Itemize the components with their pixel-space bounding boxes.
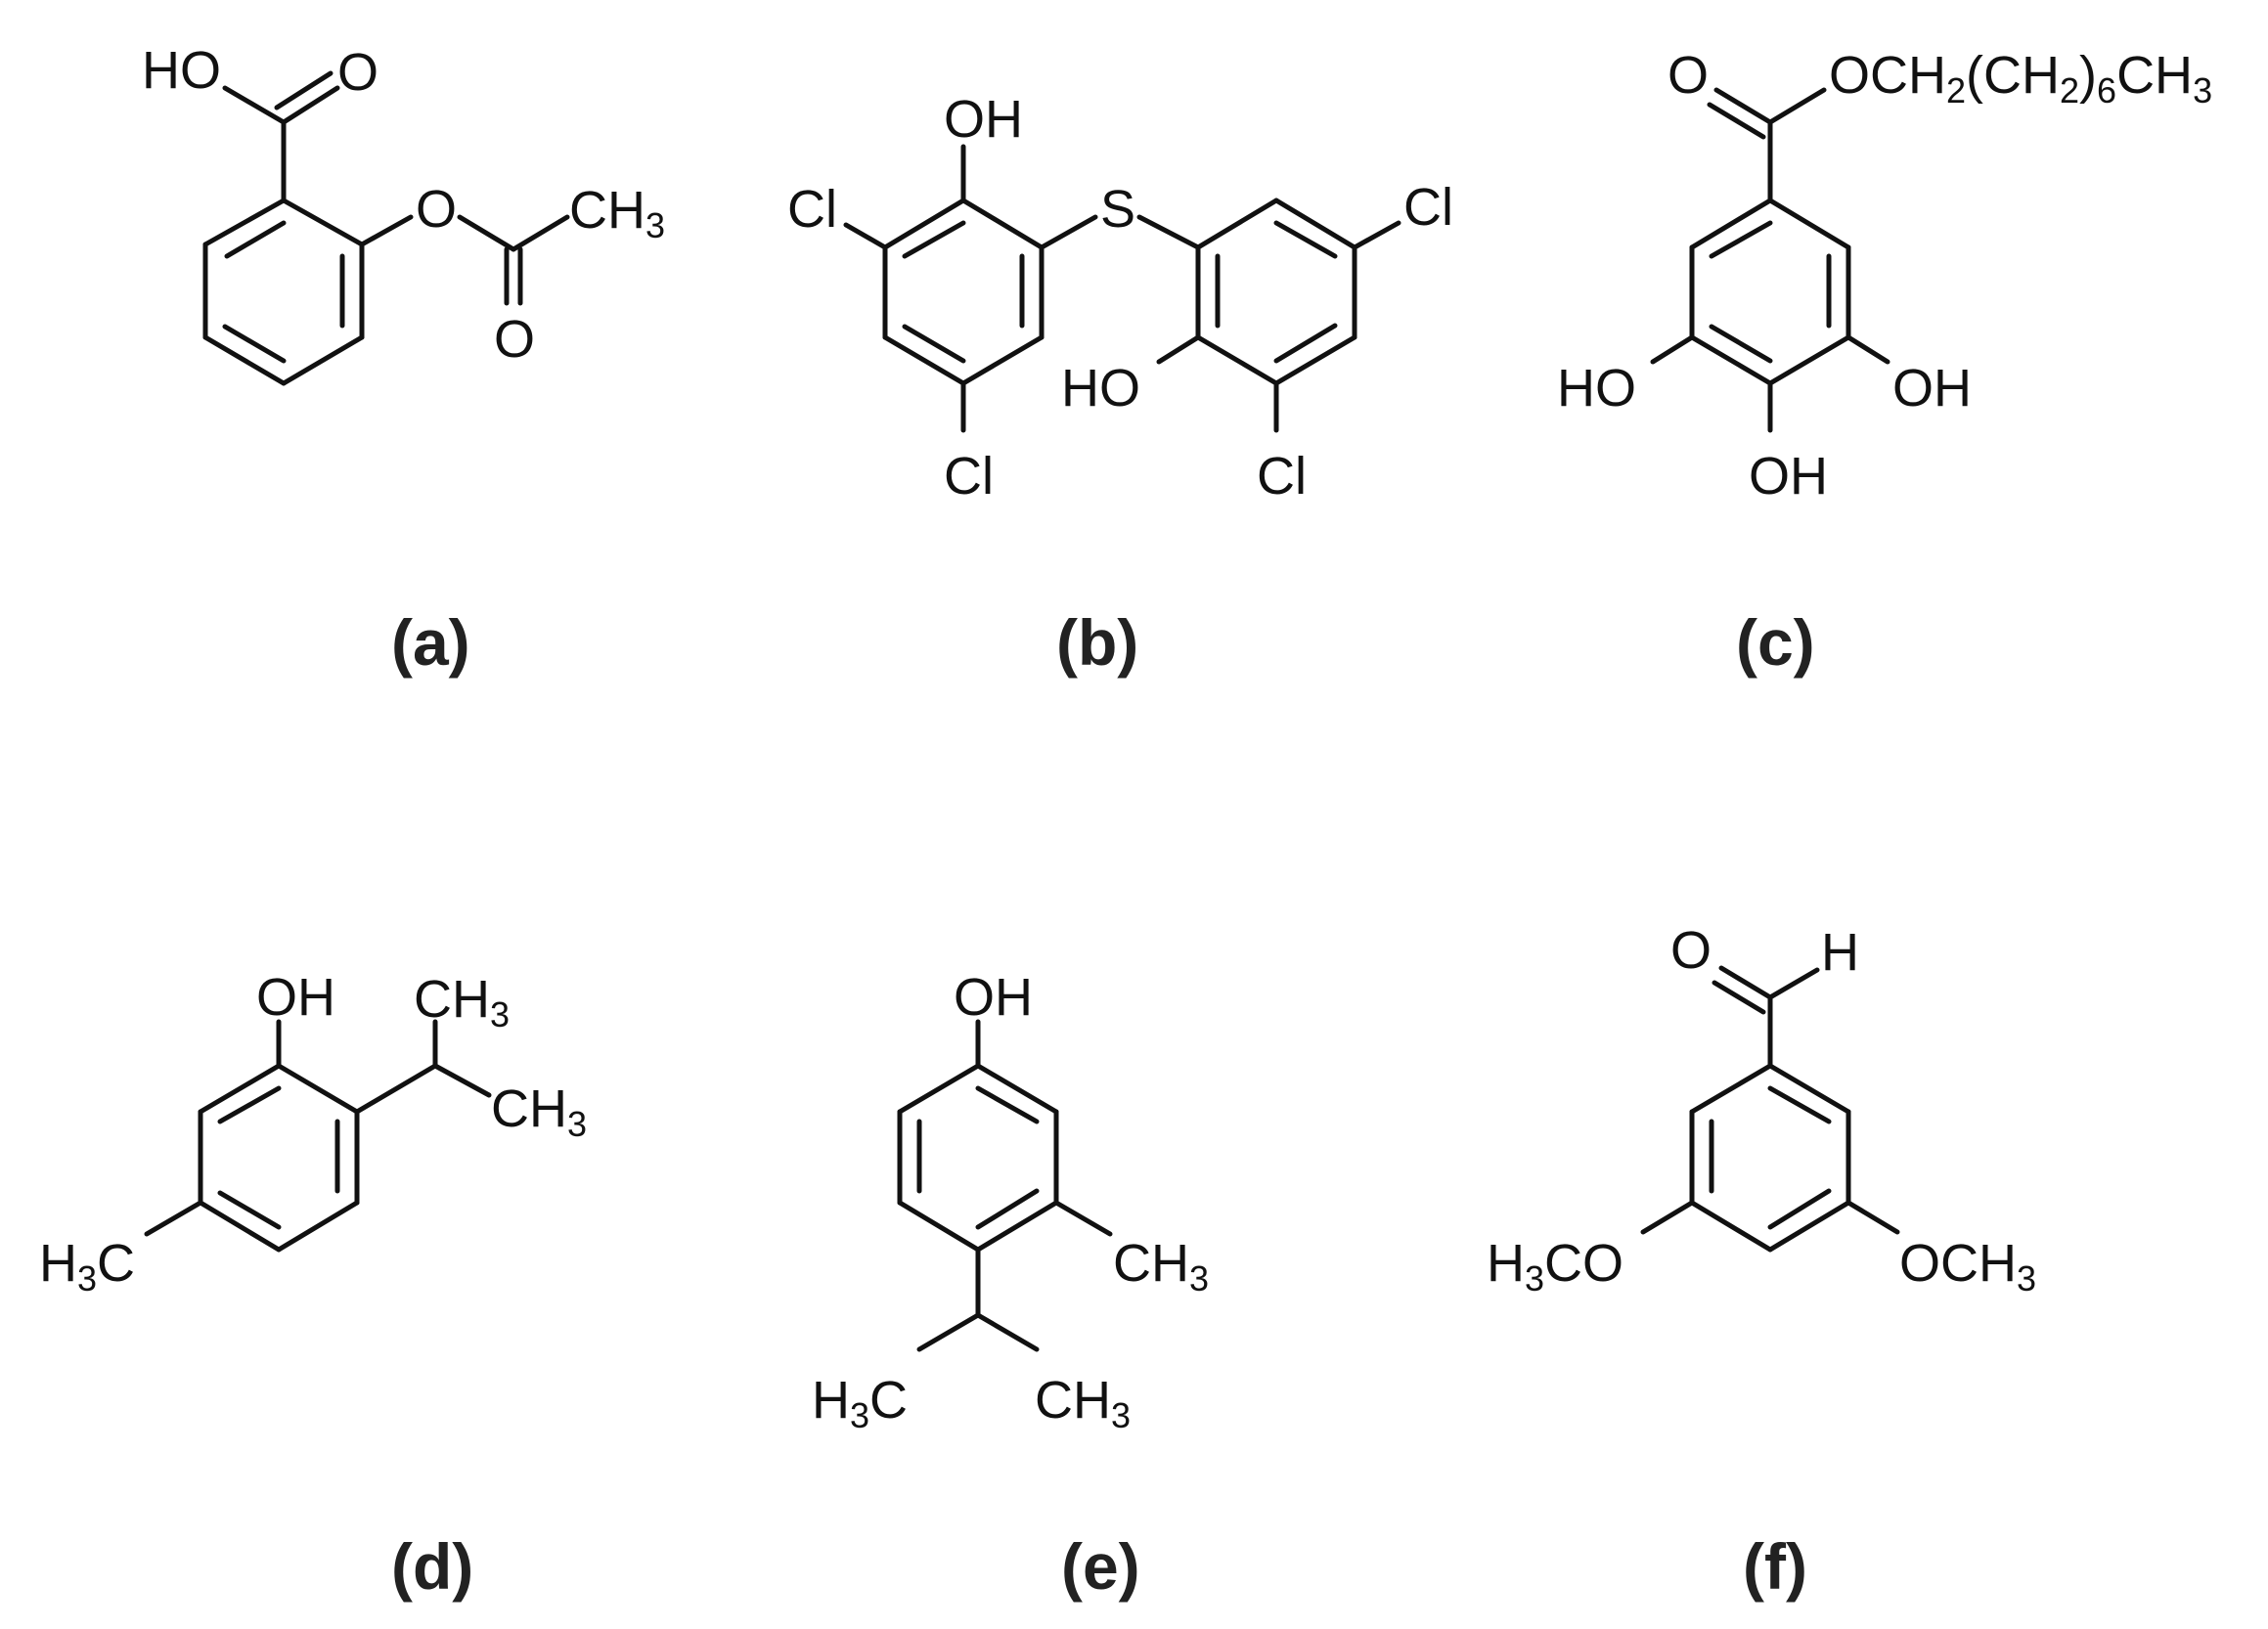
structure-c-label-carbonyl-oxygen: O — [1668, 46, 1709, 105]
structure-e-label-hydroxyl: OH — [954, 968, 1033, 1027]
structure-b-label-oh-right: HO — [1061, 359, 1140, 418]
structure-d-label-methyl-ring: H3C — [39, 1234, 135, 1299]
structure-c-label-oh-right: OH — [1892, 359, 1972, 418]
structure-b-label-cl-right-bottom: Cl — [1257, 447, 1307, 506]
structure-a-bonds — [202, 70, 570, 386]
structure-e: OH CH3 H3C CH3 — [812, 968, 1209, 1435]
structure-f-bonds — [1640, 965, 1900, 1253]
structure-e-label-methyl-left: H3C — [812, 1371, 908, 1435]
structure-a-label-acetyl-oxygen: O — [494, 310, 535, 369]
structure-b-label-oh-left: OH — [944, 90, 1023, 149]
structure-b-label-sulfur: S — [1100, 180, 1135, 239]
caption-e: (e) — [1061, 1530, 1140, 1603]
structure-a-label-ester-oxygen: O — [416, 180, 457, 239]
structure-c-label-oh-left: HO — [1557, 359, 1636, 418]
structure-b: OH Cl Cl S Cl HO Cl — [787, 90, 1453, 506]
structure-d-label-hydroxyl: OH — [256, 968, 335, 1027]
structure-f: O H H3CO OCH3 — [1487, 921, 2036, 1299]
structure-f-label-methoxy-left: H3CO — [1487, 1234, 1623, 1299]
structure-c-label-ester-chain: OCH2(CH2)6CH3 — [1829, 46, 2212, 110]
structure-d-label-methyl-top: CH3 — [414, 970, 510, 1035]
structure-c-label-oh-bottom: OH — [1749, 447, 1828, 506]
structure-e-bonds — [897, 1019, 1113, 1352]
structure-a: HO O O CH3 O — [142, 41, 665, 386]
caption-f: (f) — [1743, 1530, 1807, 1603]
caption-d: (d) — [391, 1530, 473, 1603]
structure-c-bonds — [1650, 87, 1890, 433]
caption-a: (a) — [391, 606, 470, 679]
structure-b-label-cl-left: Cl — [787, 180, 837, 239]
structure-a-label-carbonyl-oxygen: O — [337, 43, 378, 102]
structure-a-label-hydroxyl: HO — [142, 41, 221, 100]
structure-f-label-carbonyl-oxygen: O — [1670, 921, 1712, 980]
structure-b-bonds — [843, 144, 1401, 433]
structure-a-label-methyl: CH3 — [569, 181, 665, 245]
caption-c: (c) — [1736, 606, 1815, 679]
structure-e-label-methyl-right: CH3 — [1035, 1371, 1131, 1435]
structure-e-label-methyl-ring: CH3 — [1113, 1234, 1209, 1299]
structure-d-bonds — [144, 1019, 492, 1253]
structure-d-label-methyl-right: CH3 — [491, 1079, 587, 1144]
structure-b-label-cl-left-bottom: Cl — [944, 447, 994, 506]
structure-b-label-cl-right: Cl — [1403, 178, 1453, 237]
structure-d: OH CH3 CH3 H3C — [39, 968, 587, 1299]
structure-f-label-methoxy-right: OCH3 — [1899, 1234, 2036, 1299]
structure-c: O OCH2(CH2)6CH3 HO OH OH — [1557, 46, 2212, 506]
structure-f-label-aldehyde-hydrogen: H — [1821, 923, 1859, 982]
caption-b: (b) — [1056, 606, 1138, 679]
